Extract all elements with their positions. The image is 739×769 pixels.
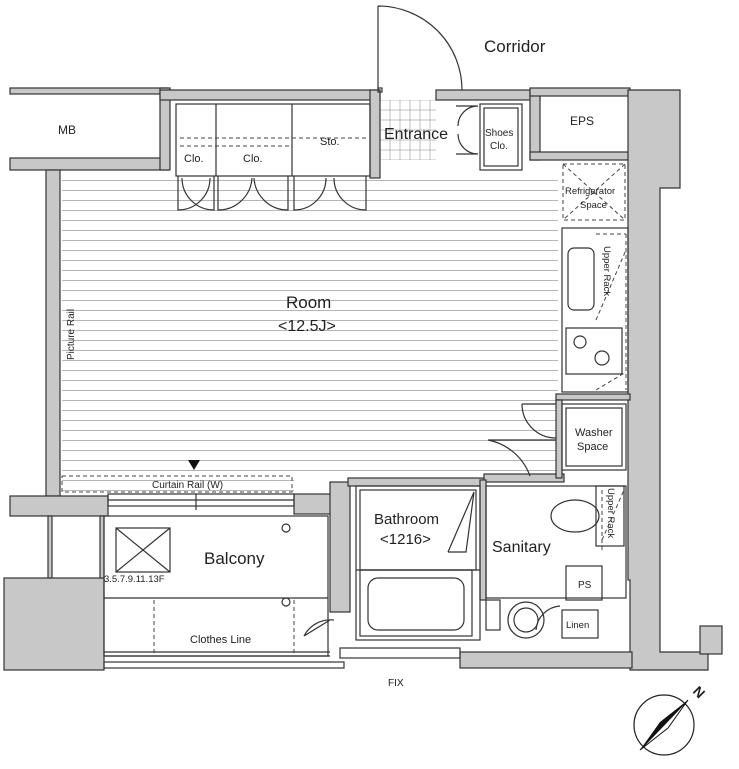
room-floor [62,178,558,478]
washer-space [561,403,627,471]
label-washer-space: Space [577,441,608,453]
wall-sanitary-top [483,473,565,483]
wall-room-bottom [347,477,487,487]
label-washer: Washer [575,427,613,439]
wall-top-eps [529,87,631,97]
basin [507,601,545,639]
label-refrigerator: Refrigerator [565,186,615,197]
label-shoes: Shoes [485,128,513,139]
label-curtain-rail: Curtain Rail (W) [152,480,223,491]
room-floor-extension [62,478,294,494]
shoes-closet [479,103,523,171]
compass [633,694,695,756]
wall-top-mb-lower [9,157,169,171]
wall-top-closets [159,89,381,101]
label-corridor: Corridor [484,37,546,56]
curtain-rail [61,475,293,493]
kitchen-counter [561,227,629,393]
label-shoes-clo: Clo. [490,141,508,152]
wall-bathroom-left [329,481,351,613]
label-clo-1: Clo. [184,153,204,165]
curtain-rail-marker [188,460,200,470]
label-balcony: Balcony [204,549,265,568]
wall-balcony-left-box [3,577,105,671]
label-north: N [690,683,708,701]
wall-top-shoes [435,89,541,101]
label-clothes-line: Clothes Line [190,634,251,646]
escape-hatch [115,527,171,573]
wall-balcony-left-post [47,515,53,579]
label-upper-rack-sanitary: Upper Rack [605,488,616,538]
label-hatch-floors: 3.5.7.9.11.13F [104,574,165,585]
wall-bottom [459,651,633,669]
toilet [550,499,600,533]
wall-entrance-left [369,89,381,179]
label-fix: FIX [388,678,404,689]
label-room: Room [286,293,331,312]
wall-balcony-top [9,495,109,517]
wall-eps-bottom [529,151,631,161]
label-entrance: Entrance [384,126,448,143]
wall-right-stub [699,625,723,655]
label-bath-size: <1216> [380,531,431,548]
label-clo-2: Clo. [243,153,263,165]
label-picture-rail: Picture Rail [66,309,77,360]
label-sto: Sto. [320,136,340,148]
label-room-size: <12.5J> [278,318,336,335]
refrigerator-space [562,163,626,221]
bathtub [359,569,473,637]
wall-left [45,169,61,497]
label-sanitary: Sanitary [492,539,551,556]
fix-window [339,647,461,659]
label-ps: PS [578,580,592,591]
wall-kitchen-left [555,399,563,479]
wall-washer-top [555,393,631,401]
bathroom-room [355,485,481,641]
entrance-door [377,5,463,91]
label-eps: EPS [570,114,594,128]
wall-mb-right [159,87,171,171]
wall-right-column [627,89,709,671]
ps-box [565,565,603,601]
label-linen: Linen [566,620,589,631]
wall-top-mb [9,87,169,95]
entrance-tiles [378,100,436,160]
wall-sanitary-left [479,479,487,601]
label-refrigerator-space: Space [580,200,607,211]
label-bathroom: Bathroom [374,511,439,528]
linen-box [561,609,599,639]
wall-eps-left [529,89,541,161]
closet-block [175,103,371,177]
label-mb: MB [58,123,76,137]
label-upper-rack-kitchen: Upper Rack [601,246,612,296]
